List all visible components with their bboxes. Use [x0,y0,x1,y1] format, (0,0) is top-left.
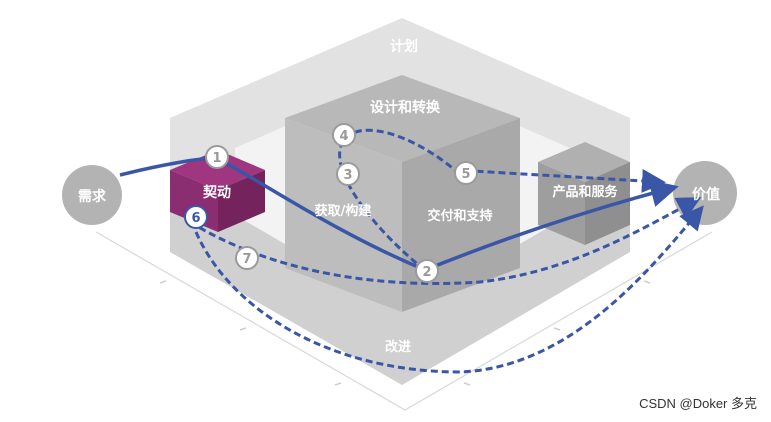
label-plan: 计划 [390,38,418,55]
step-1-label: 1 [212,151,221,166]
label-demand: 需求 [78,188,107,205]
products-block-right [585,162,630,245]
watermark: CSDN @Doker 多克 [639,396,757,411]
step-2-label: 2 [422,265,431,280]
design-block-left [285,118,402,312]
step-3-label: 3 [343,168,352,183]
outer-outline [95,231,713,411]
step-7-label: 7 [242,252,251,267]
products-block-top [538,142,630,182]
label-engage: 契动 [202,184,231,201]
label-improve: 改进 [385,339,411,355]
step-5-label: 5 [461,167,470,182]
step-2-badge: 2 [415,259,439,283]
flow-dashed-6 [194,205,704,374]
label-design-transition: 设计和转换 [370,99,441,116]
label-obtain-build: 获取/构建 [315,203,372,219]
label-value: 价值 [692,186,720,203]
design-block-top [285,75,520,162]
step-4-badge: 4 [332,123,356,147]
step-6-label: 6 [191,211,200,226]
flow-solid [119,156,679,272]
step-5-badge: 5 [454,161,478,185]
step-4-label: 4 [339,129,348,144]
demand-circle [62,165,122,225]
flow-dashed-345 [338,128,666,272]
flow-dashed-7 [189,197,702,285]
step-1-badge: 1 [205,145,229,169]
step-3-badge: 3 [336,162,360,186]
engage-block-right [218,170,265,232]
step-7-badge: 7 [235,246,259,270]
label-deliver-support: 交付和支持 [427,208,492,224]
engage-block-top [170,150,265,190]
step-6-badge: 6 [184,205,208,229]
outer-outline-arrows [159,280,651,386]
label-products-services: 产品和服务 [552,184,618,200]
